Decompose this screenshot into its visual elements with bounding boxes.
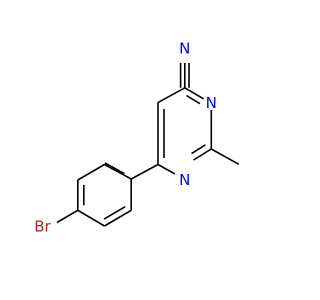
bond-ph1-ph2-inner xyxy=(104,162,125,175)
bond-ph4-br xyxy=(56,209,79,224)
nitrile-triple-bond xyxy=(179,63,190,88)
bond-ph4-ph5 xyxy=(77,209,105,227)
bond-c4-n3-inner xyxy=(185,94,201,105)
bond-ph2-ph3 xyxy=(77,163,105,181)
bond-c2-n1-inner xyxy=(191,144,206,155)
cyano-nitrogen-label: N xyxy=(179,40,190,58)
bond-ph5-ph6-inner xyxy=(103,206,126,220)
bond-ph5-ph6 xyxy=(104,209,132,227)
bond-c2-methyl xyxy=(210,148,240,165)
molecule-structure-diagram: N N N Br xyxy=(0,0,300,300)
ring-nitrogen-n3-label: N xyxy=(206,94,217,112)
bond-c6-phenyl xyxy=(130,163,159,180)
ring-nitrogen-n1-label: N xyxy=(179,171,190,189)
canvas-background xyxy=(0,0,300,300)
bond-c2-n1 xyxy=(193,148,212,161)
bond-ph1-ph2 xyxy=(104,163,132,180)
bond-c4-n3 xyxy=(184,87,204,100)
bond-n1-c6 xyxy=(157,163,176,175)
bond-c4-c5 xyxy=(157,87,186,104)
bromine-label: Br xyxy=(34,218,51,236)
